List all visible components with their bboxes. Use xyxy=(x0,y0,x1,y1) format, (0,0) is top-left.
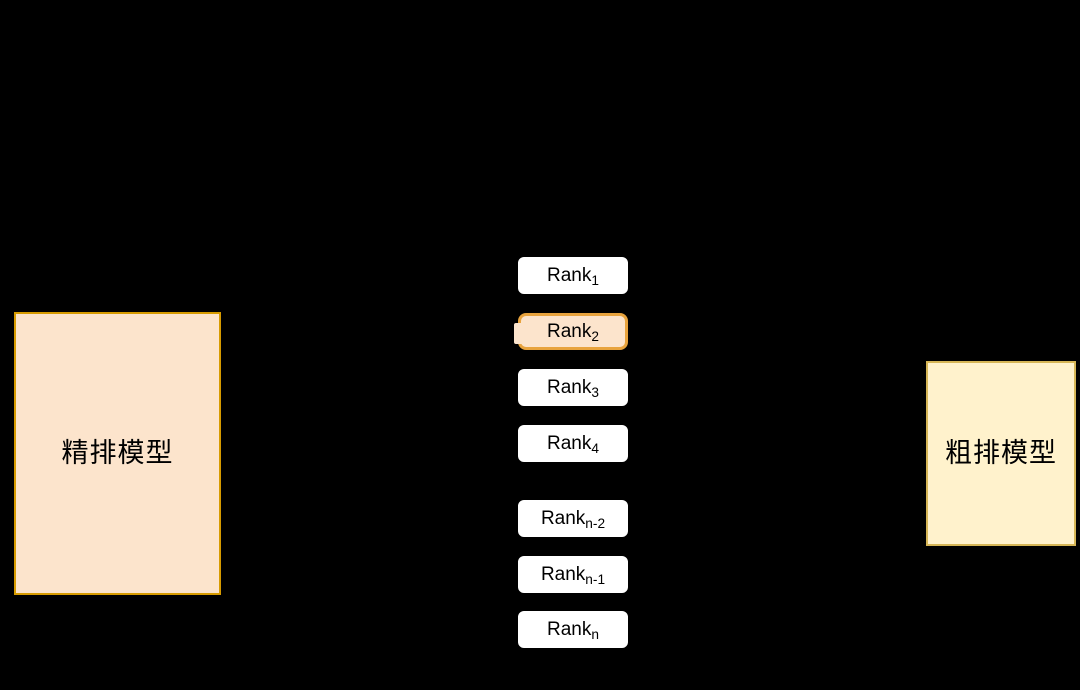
rank-item-left-tab-icon xyxy=(514,323,522,344)
rank-item-base-text: Rank xyxy=(547,619,592,640)
rank-item-label: Rank2 xyxy=(547,321,599,344)
rank-item-subscript: 4 xyxy=(591,440,599,456)
coarse-ranking-model-panel[interactable]: 粗排模型 xyxy=(926,361,1076,546)
fine-ranking-model-label: 精排模型 xyxy=(61,438,174,469)
rank-item-label: Rank4 xyxy=(547,433,599,456)
rank-item-base-text: Rank xyxy=(547,265,592,286)
rank-item[interactable]: Rankn-2 xyxy=(518,500,628,537)
rank-item[interactable]: Rankn xyxy=(518,611,628,648)
rank-item-subscript: 1 xyxy=(591,272,599,288)
rank-item-label: Rank1 xyxy=(547,265,599,288)
rank-item-subscript: n xyxy=(591,626,599,642)
rank-item-subscript: 2 xyxy=(591,328,599,344)
rank-item-label: Rankn-1 xyxy=(540,564,606,587)
rank-item[interactable]: Rank4 xyxy=(518,425,628,462)
coarse-ranking-model-label: 粗排模型 xyxy=(945,438,1057,469)
rank-item-base-text: Rank xyxy=(547,433,592,454)
rank-item-label: Rankn xyxy=(547,619,599,642)
rank-item-label: Rank3 xyxy=(547,377,599,400)
rank-item[interactable]: Rank1 xyxy=(518,257,628,294)
rank-item-selected[interactable]: Rank2 xyxy=(514,313,628,350)
rank-item-base-text: Rank xyxy=(540,508,586,529)
rank-item-base-text: Rank xyxy=(540,564,586,585)
rank-item-base-text: Rank xyxy=(547,377,592,398)
rank-item-subscript: n-1 xyxy=(585,571,606,587)
fine-ranking-model-panel[interactable]: 精排模型 xyxy=(14,312,221,595)
rank-item-subscript: n-2 xyxy=(585,515,606,531)
rank-item[interactable]: Rank3 xyxy=(518,369,628,406)
rank-item-label: Rankn-2 xyxy=(540,508,606,531)
rank-item-base-text: Rank xyxy=(547,321,592,342)
rank-item-subscript: 3 xyxy=(591,384,599,400)
rank-item[interactable]: Rankn-1 xyxy=(518,556,628,593)
